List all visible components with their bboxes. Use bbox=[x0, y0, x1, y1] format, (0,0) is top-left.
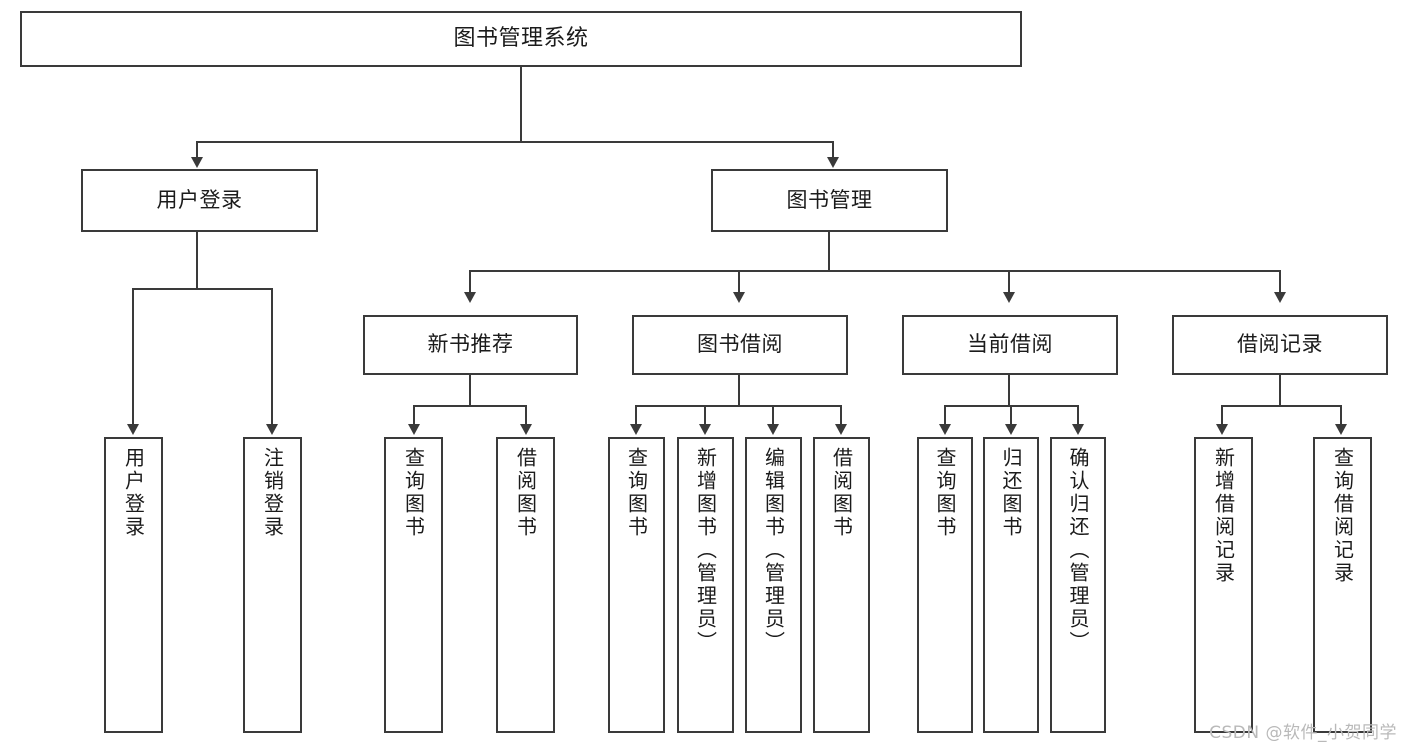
arrowhead-new-book-rec bbox=[464, 292, 476, 303]
edge-root-stem bbox=[520, 67, 522, 143]
node-user-login[interactable]: 用户登录 bbox=[81, 169, 318, 232]
edge-current-stem bbox=[1008, 375, 1010, 406]
edge-root-bus bbox=[197, 141, 833, 143]
arrowhead-leaf-borrow-query bbox=[630, 424, 642, 435]
arrowhead-current-borrow bbox=[1003, 292, 1015, 303]
edge-rec-drop-2 bbox=[525, 405, 527, 430]
edge-borrow-drop-2 bbox=[704, 405, 706, 430]
edge-record-drop-2 bbox=[1340, 405, 1342, 430]
node-leaf-recommend-query-book[interactable]: 查询图书 bbox=[384, 437, 443, 733]
arrowhead-leaf-rec-search bbox=[1335, 424, 1347, 435]
node-leaf-edit-book-admin[interactable]: 编辑图书（管理员） bbox=[745, 437, 802, 733]
edge-borrow-stem bbox=[738, 375, 740, 406]
arrowhead-leaf-cur-return bbox=[1005, 424, 1017, 435]
node-leaf-return-book-label: 归还图书 bbox=[999, 447, 1023, 539]
node-leaf-borrow-borrow-book-label: 借阅图书 bbox=[829, 447, 854, 539]
edge-userlogin-bus bbox=[132, 288, 272, 290]
arrowhead-book-manage bbox=[827, 157, 839, 168]
arrowhead-leaf-cur-confirm bbox=[1072, 424, 1084, 435]
edge-current-drop-3 bbox=[1077, 405, 1079, 430]
node-leaf-user-login-label: 用户登录 bbox=[121, 447, 146, 539]
arrowhead-book-borrow bbox=[733, 292, 745, 303]
arrowhead-leaf-borrow-add bbox=[699, 424, 711, 435]
edge-userlogin-left-drop bbox=[132, 288, 134, 430]
edge-root-to-book-manage bbox=[832, 141, 834, 163]
node-leaf-current-query-book[interactable]: 查询图书 bbox=[917, 437, 973, 733]
node-leaf-query-borrow-record-label: 查询借阅记录 bbox=[1330, 447, 1355, 585]
edge-record-drop-1 bbox=[1221, 405, 1223, 430]
edge-bookmanage-to-record bbox=[1279, 270, 1281, 298]
edge-rec-bus bbox=[413, 405, 527, 407]
node-leaf-borrow-query-book-label: 查询图书 bbox=[624, 447, 649, 539]
node-leaf-borrow-query-book[interactable]: 查询图书 bbox=[608, 437, 665, 733]
arrowhead-leaf-borrow-borrow bbox=[835, 424, 847, 435]
node-root-book-management-system[interactable]: 图书管理系统 bbox=[20, 11, 1022, 67]
node-current-borrow[interactable]: 当前借阅 bbox=[902, 315, 1118, 375]
edge-bookmanage-stem bbox=[828, 232, 830, 271]
node-leaf-user-logout-label: 注销登录 bbox=[260, 447, 285, 539]
node-leaf-add-borrow-record[interactable]: 新增借阅记录 bbox=[1194, 437, 1253, 733]
node-leaf-return-book[interactable]: 归还图书 bbox=[983, 437, 1039, 733]
node-leaf-current-query-book-label: 查询图书 bbox=[933, 447, 957, 539]
node-leaf-recommend-borrow-book[interactable]: 借阅图书 bbox=[496, 437, 555, 733]
edge-rec-stem bbox=[469, 375, 471, 406]
edge-borrow-drop-4 bbox=[840, 405, 842, 430]
node-leaf-add-book-admin[interactable]: 新增图书（管理员） bbox=[677, 437, 734, 733]
arrowhead-user-login bbox=[191, 157, 203, 168]
node-leaf-confirm-return-admin[interactable]: 确认归还（管理员） bbox=[1050, 437, 1106, 733]
edge-bookmanage-to-rec bbox=[469, 270, 471, 298]
node-leaf-query-borrow-record[interactable]: 查询借阅记录 bbox=[1313, 437, 1372, 733]
node-book-borrow[interactable]: 图书借阅 bbox=[632, 315, 848, 375]
edge-record-bus bbox=[1221, 405, 1342, 407]
node-leaf-edit-book-admin-label: 编辑图书（管理员） bbox=[761, 447, 786, 654]
arrowhead-leaf-rec-borrow bbox=[520, 424, 532, 435]
edge-userlogin-right-drop bbox=[271, 288, 273, 430]
watermark-text: CSDN @软件_小贺同学 bbox=[1209, 723, 1397, 743]
node-new-book-recommend[interactable]: 新书推荐 bbox=[363, 315, 578, 375]
node-book-manage[interactable]: 图书管理 bbox=[711, 169, 948, 232]
arrowhead-borrow-record bbox=[1274, 292, 1286, 303]
edge-borrow-drop-3 bbox=[772, 405, 774, 430]
edge-current-drop-2 bbox=[1010, 405, 1012, 430]
edge-root-to-user-login bbox=[196, 141, 198, 163]
arrowhead-leaf-rec-add bbox=[1216, 424, 1228, 435]
arrowhead-leaf-cur-query bbox=[939, 424, 951, 435]
node-borrow-record[interactable]: 借阅记录 bbox=[1172, 315, 1388, 375]
arrowhead-leaf-borrow-edit bbox=[767, 424, 779, 435]
arrowhead-leaf-user-login bbox=[127, 424, 139, 435]
edge-rec-drop-1 bbox=[413, 405, 415, 430]
arrowhead-leaf-rec-query bbox=[408, 424, 420, 435]
node-leaf-user-login[interactable]: 用户登录 bbox=[104, 437, 163, 733]
edge-record-stem bbox=[1279, 375, 1281, 406]
edge-current-drop-1 bbox=[944, 405, 946, 430]
node-leaf-confirm-return-admin-label: 确认归还（管理员） bbox=[1066, 447, 1090, 654]
node-leaf-recommend-query-book-label: 查询图书 bbox=[401, 447, 426, 539]
edge-bookmanage-to-borrow bbox=[738, 270, 740, 298]
node-leaf-add-borrow-record-label: 新增借阅记录 bbox=[1211, 447, 1236, 585]
node-leaf-user-logout[interactable]: 注销登录 bbox=[243, 437, 302, 733]
edge-borrow-drop-1 bbox=[635, 405, 637, 430]
node-leaf-borrow-borrow-book[interactable]: 借阅图书 bbox=[813, 437, 870, 733]
edge-bookmanage-bus bbox=[469, 270, 1281, 272]
edge-borrow-bus bbox=[635, 405, 842, 407]
edge-userlogin-stem bbox=[196, 232, 198, 289]
node-leaf-recommend-borrow-book-label: 借阅图书 bbox=[513, 447, 538, 539]
arrowhead-leaf-user-logout bbox=[266, 424, 278, 435]
node-leaf-add-book-admin-label: 新增图书（管理员） bbox=[693, 447, 718, 654]
edge-bookmanage-to-current bbox=[1008, 270, 1010, 298]
